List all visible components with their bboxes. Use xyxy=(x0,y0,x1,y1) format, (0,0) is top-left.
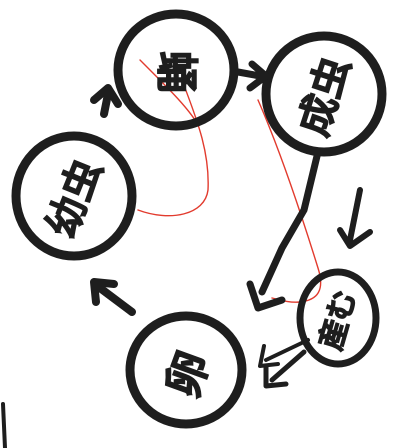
stage-circle-pupa xyxy=(113,9,239,131)
arrow-egg-to-larva xyxy=(90,278,136,316)
stage-label-pupa: 蛹 xyxy=(152,51,201,93)
stage-circle-laying xyxy=(296,268,380,368)
red-connector-pupa-adult xyxy=(139,59,196,121)
red-connector-larva-pupa xyxy=(137,79,209,217)
stage-circle-larva xyxy=(11,131,137,261)
stage-circle-egg xyxy=(125,311,247,429)
arrow-larva-to-pupa xyxy=(90,84,122,118)
arrows-laying-to-egg xyxy=(258,338,310,389)
arrow-adult-to-egg xyxy=(246,148,322,312)
arrow-to-laying xyxy=(337,187,373,249)
stage-label-egg: 卵 xyxy=(157,345,220,404)
arrow-pupa-to-adult xyxy=(234,60,270,92)
stage-label-larva: 幼虫 xyxy=(39,153,112,244)
stage-circle-adult xyxy=(261,31,387,157)
stage-label-laying: 産む xyxy=(313,286,363,353)
edge-mark-left xyxy=(1,402,7,448)
stage-label-adult: 成虫 xyxy=(291,51,359,141)
